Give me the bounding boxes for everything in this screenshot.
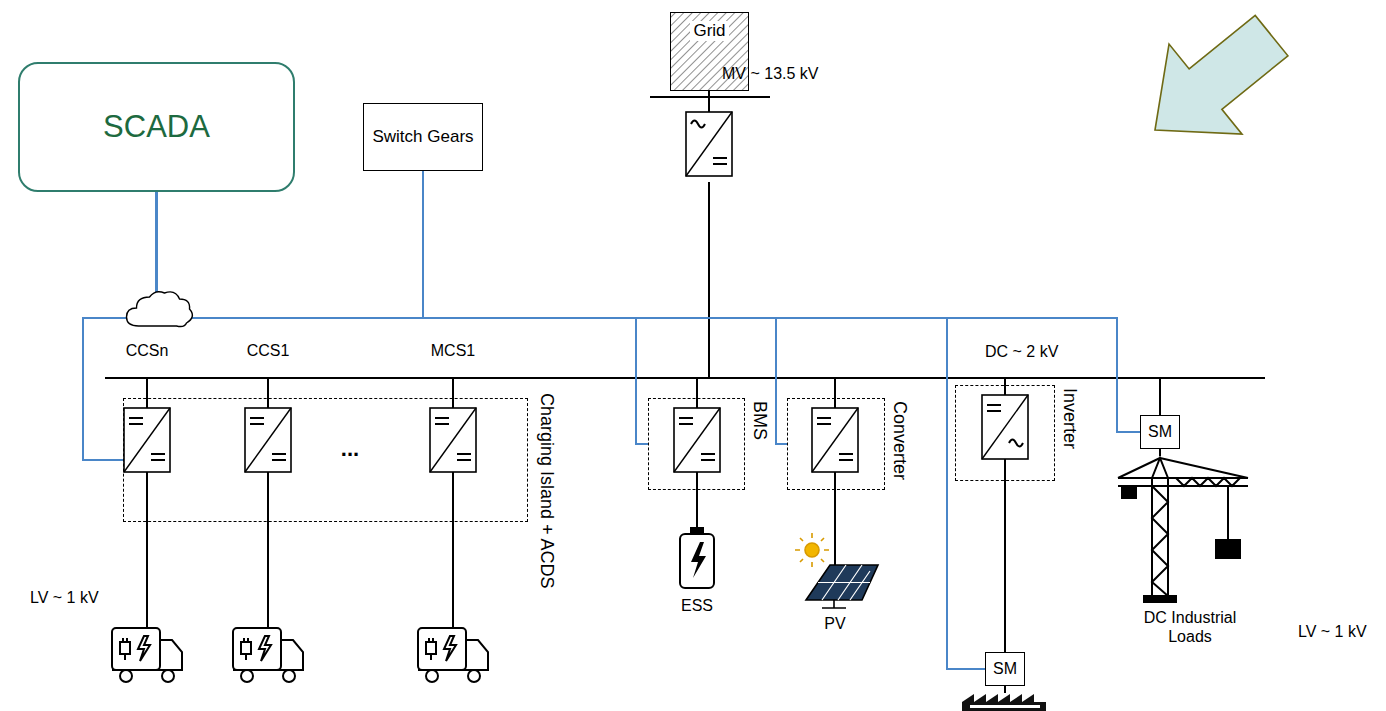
group-heading: Charging Island + ACDS bbox=[535, 393, 557, 589]
battery-icon bbox=[680, 528, 714, 588]
voltage-label: LV ~ 1 kV bbox=[1298, 622, 1367, 641]
factory-icon bbox=[962, 694, 1046, 711]
charger-label: CCS1 bbox=[247, 341, 290, 360]
charger-label: CCSn bbox=[126, 341, 169, 360]
smart-meter-box: SM bbox=[985, 652, 1025, 686]
dcdc-converter-symbol bbox=[812, 408, 858, 472]
charger-label: MCS1 bbox=[431, 341, 475, 360]
cloud-symbol bbox=[127, 292, 193, 327]
inverter-group: Inverter bbox=[955, 385, 1055, 481]
node-text: Grid bbox=[690, 21, 728, 41]
ev-truck-icon bbox=[418, 628, 488, 682]
device-label: PV bbox=[824, 614, 845, 633]
voltage-label: DC ~ 2 kV bbox=[985, 342, 1058, 361]
node-text: Switch Gears bbox=[372, 127, 473, 147]
ellipsis-label: ... bbox=[341, 436, 359, 462]
crane-icon bbox=[1118, 458, 1248, 602]
node-text: SM bbox=[1148, 422, 1172, 441]
device-label: DC Industrial Loads bbox=[1130, 608, 1250, 646]
bms-group: BMS bbox=[648, 398, 745, 490]
device-label: ESS bbox=[681, 596, 713, 615]
node-text: SM bbox=[993, 659, 1017, 678]
comm-link bbox=[157, 192, 986, 669]
group-heading: BMS bbox=[748, 401, 770, 440]
scada-box: SCADA bbox=[18, 62, 295, 192]
charging-island-group: Charging Island + ACDS bbox=[123, 398, 528, 522]
dcdc-converter-symbol bbox=[430, 408, 476, 472]
comm-link bbox=[157, 171, 424, 318]
switchgear-box: Switch Gears bbox=[363, 103, 483, 171]
group-heading: Converter bbox=[888, 401, 910, 480]
node-text: SCADA bbox=[103, 108, 210, 145]
pv-icon bbox=[795, 533, 878, 608]
ev-truck-icon bbox=[233, 628, 303, 682]
acdc-converter-symbol bbox=[686, 112, 732, 176]
dcdc-converter-symbol bbox=[245, 408, 291, 472]
voltage-label: LV ~ 1 kV bbox=[30, 588, 99, 607]
smart-meter-box: SM bbox=[1140, 415, 1180, 449]
converter-group: Converter bbox=[787, 398, 885, 490]
pointer-arrow bbox=[1118, 0, 1308, 175]
voltage-label: MV ~ 13.5 kV bbox=[722, 64, 819, 83]
dcdc-converter-symbol bbox=[124, 408, 170, 472]
ev-truck-icon bbox=[112, 628, 182, 682]
comm-link bbox=[157, 192, 1141, 432]
group-heading: Inverter bbox=[1058, 388, 1080, 449]
dcdc-converter-symbol bbox=[674, 408, 720, 472]
inverter-symbol bbox=[982, 395, 1028, 459]
